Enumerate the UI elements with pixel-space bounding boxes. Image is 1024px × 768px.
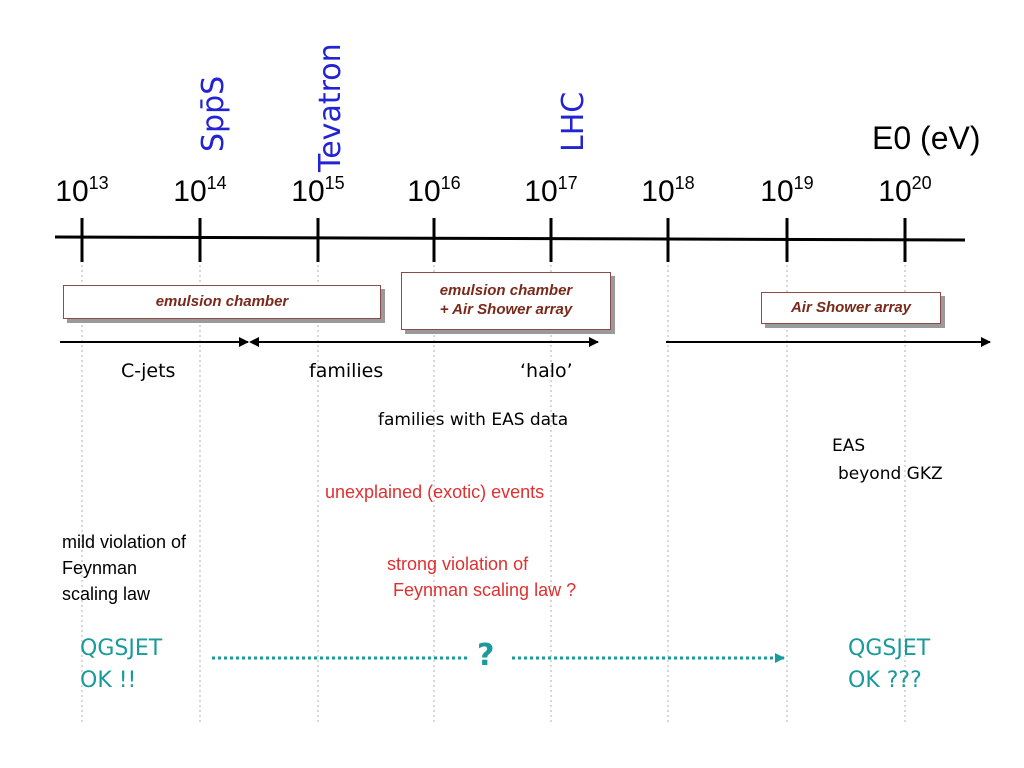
accelerator-tevatron: Tevatron <box>313 43 348 172</box>
combo-detector-box: emulsion chamber + Air Shower array <box>401 272 611 330</box>
tick-label-1e14: 1014 <box>173 173 227 208</box>
halo-label: ‘halo’ <box>520 360 573 382</box>
cjets-label: C-jets <box>121 360 176 382</box>
beyond-gkz-note: beyond GKZ <box>838 464 943 484</box>
tick-label-1e15: 1015 <box>291 173 345 208</box>
families-eas-note: families with EAS data <box>378 410 569 430</box>
qgsjet-left-line-1: QGSJET <box>80 636 163 661</box>
tick-label-1e13: 1013 <box>55 173 109 208</box>
mild-violation-line-3: scaling law <box>62 584 151 604</box>
mild-violation-line-2: Feynman <box>62 558 138 578</box>
accelerator-lhc: LHC <box>556 91 591 152</box>
families-label: families <box>309 360 384 382</box>
tick-label-1e18: 1018 <box>641 173 695 208</box>
tick-label-1e19: 1019 <box>760 173 814 208</box>
qgsjet-right-line-2: OK ??? <box>848 668 922 693</box>
emulsion-chamber-box: emulsion chamber <box>63 285 381 319</box>
axis-title: E0 (eV) <box>872 120 981 156</box>
combo-line-1: emulsion chamber <box>439 282 573 299</box>
qgsjet-right-line-1: QGSJET <box>848 636 931 661</box>
tick-label-1e20: 1020 <box>878 173 932 208</box>
tick-label-1e17: 1017 <box>524 173 578 208</box>
tick-label-1e16: 1016 <box>407 173 461 208</box>
accelerator-sppbars: Spp̄S <box>196 75 231 152</box>
combo-line-2: + Air Shower array <box>439 301 573 318</box>
eas-note: EAS <box>832 436 866 456</box>
strong-violation-line-1: strong violation of <box>387 554 529 574</box>
air-shower-label: Air Shower array <box>790 299 912 316</box>
emulsion-chamber-label: emulsion chamber <box>155 293 289 310</box>
unexplained-events-note: unexplained (exotic) events <box>325 482 545 502</box>
qgsjet-left-line-2: OK !! <box>80 668 137 693</box>
strong-violation-line-2: Feynman scaling law ? <box>393 580 577 600</box>
energy-axis <box>54 235 966 242</box>
mild-violation-line-1: mild violation of <box>62 532 187 552</box>
axis-ticks <box>80 218 907 262</box>
air-shower-box: Air Shower array <box>761 292 941 324</box>
question-mark: ? <box>477 638 495 673</box>
